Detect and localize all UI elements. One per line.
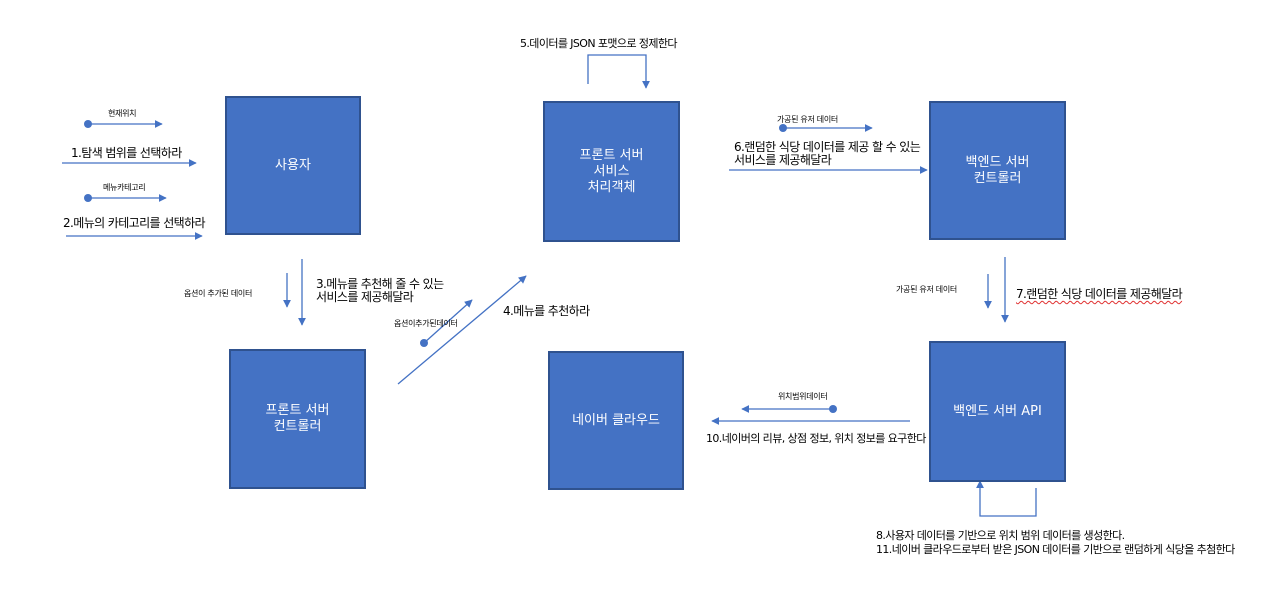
step6-label: 6.랜덤한 식당 데이터를 제공 할 수 있는 서비스를 제공해달라 xyxy=(734,140,921,167)
current-location-label: 현재위치 xyxy=(108,109,137,118)
step3-label: 3.메뉴를 추천해 줄 수 있는 서비스를 제공해달라 xyxy=(316,277,444,304)
step8-loop-arrow xyxy=(976,480,1037,517)
backend-api-box: 백엔드 서버 API xyxy=(929,341,1066,482)
processed-user-data-right-label: 가공된 유저 데이터 xyxy=(896,285,957,294)
step5-label: 5.데이터를 JSON 포맷으로 정제한다 xyxy=(520,37,678,50)
step1-label: 1.탐색 범위를 선택하라 xyxy=(71,146,182,160)
location-range-data-dot xyxy=(829,405,837,413)
menu-category-label: 메뉴카테고리 xyxy=(103,183,146,192)
step8-label: 8.사용자 데이터를 기반으로 위치 범위 데이터를 생성한다. xyxy=(876,529,1125,542)
option-added-data-small-label: 옵션이추가된데이터 xyxy=(394,319,458,328)
processed-user-data-top-dot xyxy=(779,124,787,132)
current-location-data-dot xyxy=(84,120,92,128)
option-added-data-small-arrow xyxy=(423,299,473,344)
step4-label: 4.메뉴를 추천하라 xyxy=(503,304,590,318)
step2-label: 2.메뉴의 카테고리를 선택하라 xyxy=(63,216,206,230)
menu-category-data-dot xyxy=(84,194,92,202)
option-added-data-label: 옵션이 추가된 데이터 xyxy=(184,289,253,298)
step11-label: 11.네이버 클라우드로부터 받은 JSON 데이터를 기반으로 랜덤하게 식당… xyxy=(876,543,1235,556)
backend-controller-box: 백엔드 서버 컨트롤러 xyxy=(929,101,1066,240)
naver-cloud-box: 네이버 클라우드 xyxy=(548,351,684,490)
step10-label: 10.네이버의 리뷰, 상점 정보, 위치 정보를 요구한다 xyxy=(706,432,926,445)
front-controller-box: 프론트 서버 컨트롤러 xyxy=(229,349,366,489)
front-service-box: 프론트 서버 서비스 처리객체 xyxy=(543,101,680,242)
user-box: 사용자 xyxy=(225,96,361,235)
option-added-data-small-dot xyxy=(420,339,428,347)
step5-loop-arrow xyxy=(587,54,650,89)
location-range-data-label: 위치범위데이터 xyxy=(778,392,828,401)
step7-label: 7.랜덤한 식당 데이터를 제공해달라 xyxy=(1016,287,1183,301)
step4-arrow xyxy=(397,275,527,385)
processed-user-data-top-label: 가공된 유저 데이터 xyxy=(777,115,838,124)
